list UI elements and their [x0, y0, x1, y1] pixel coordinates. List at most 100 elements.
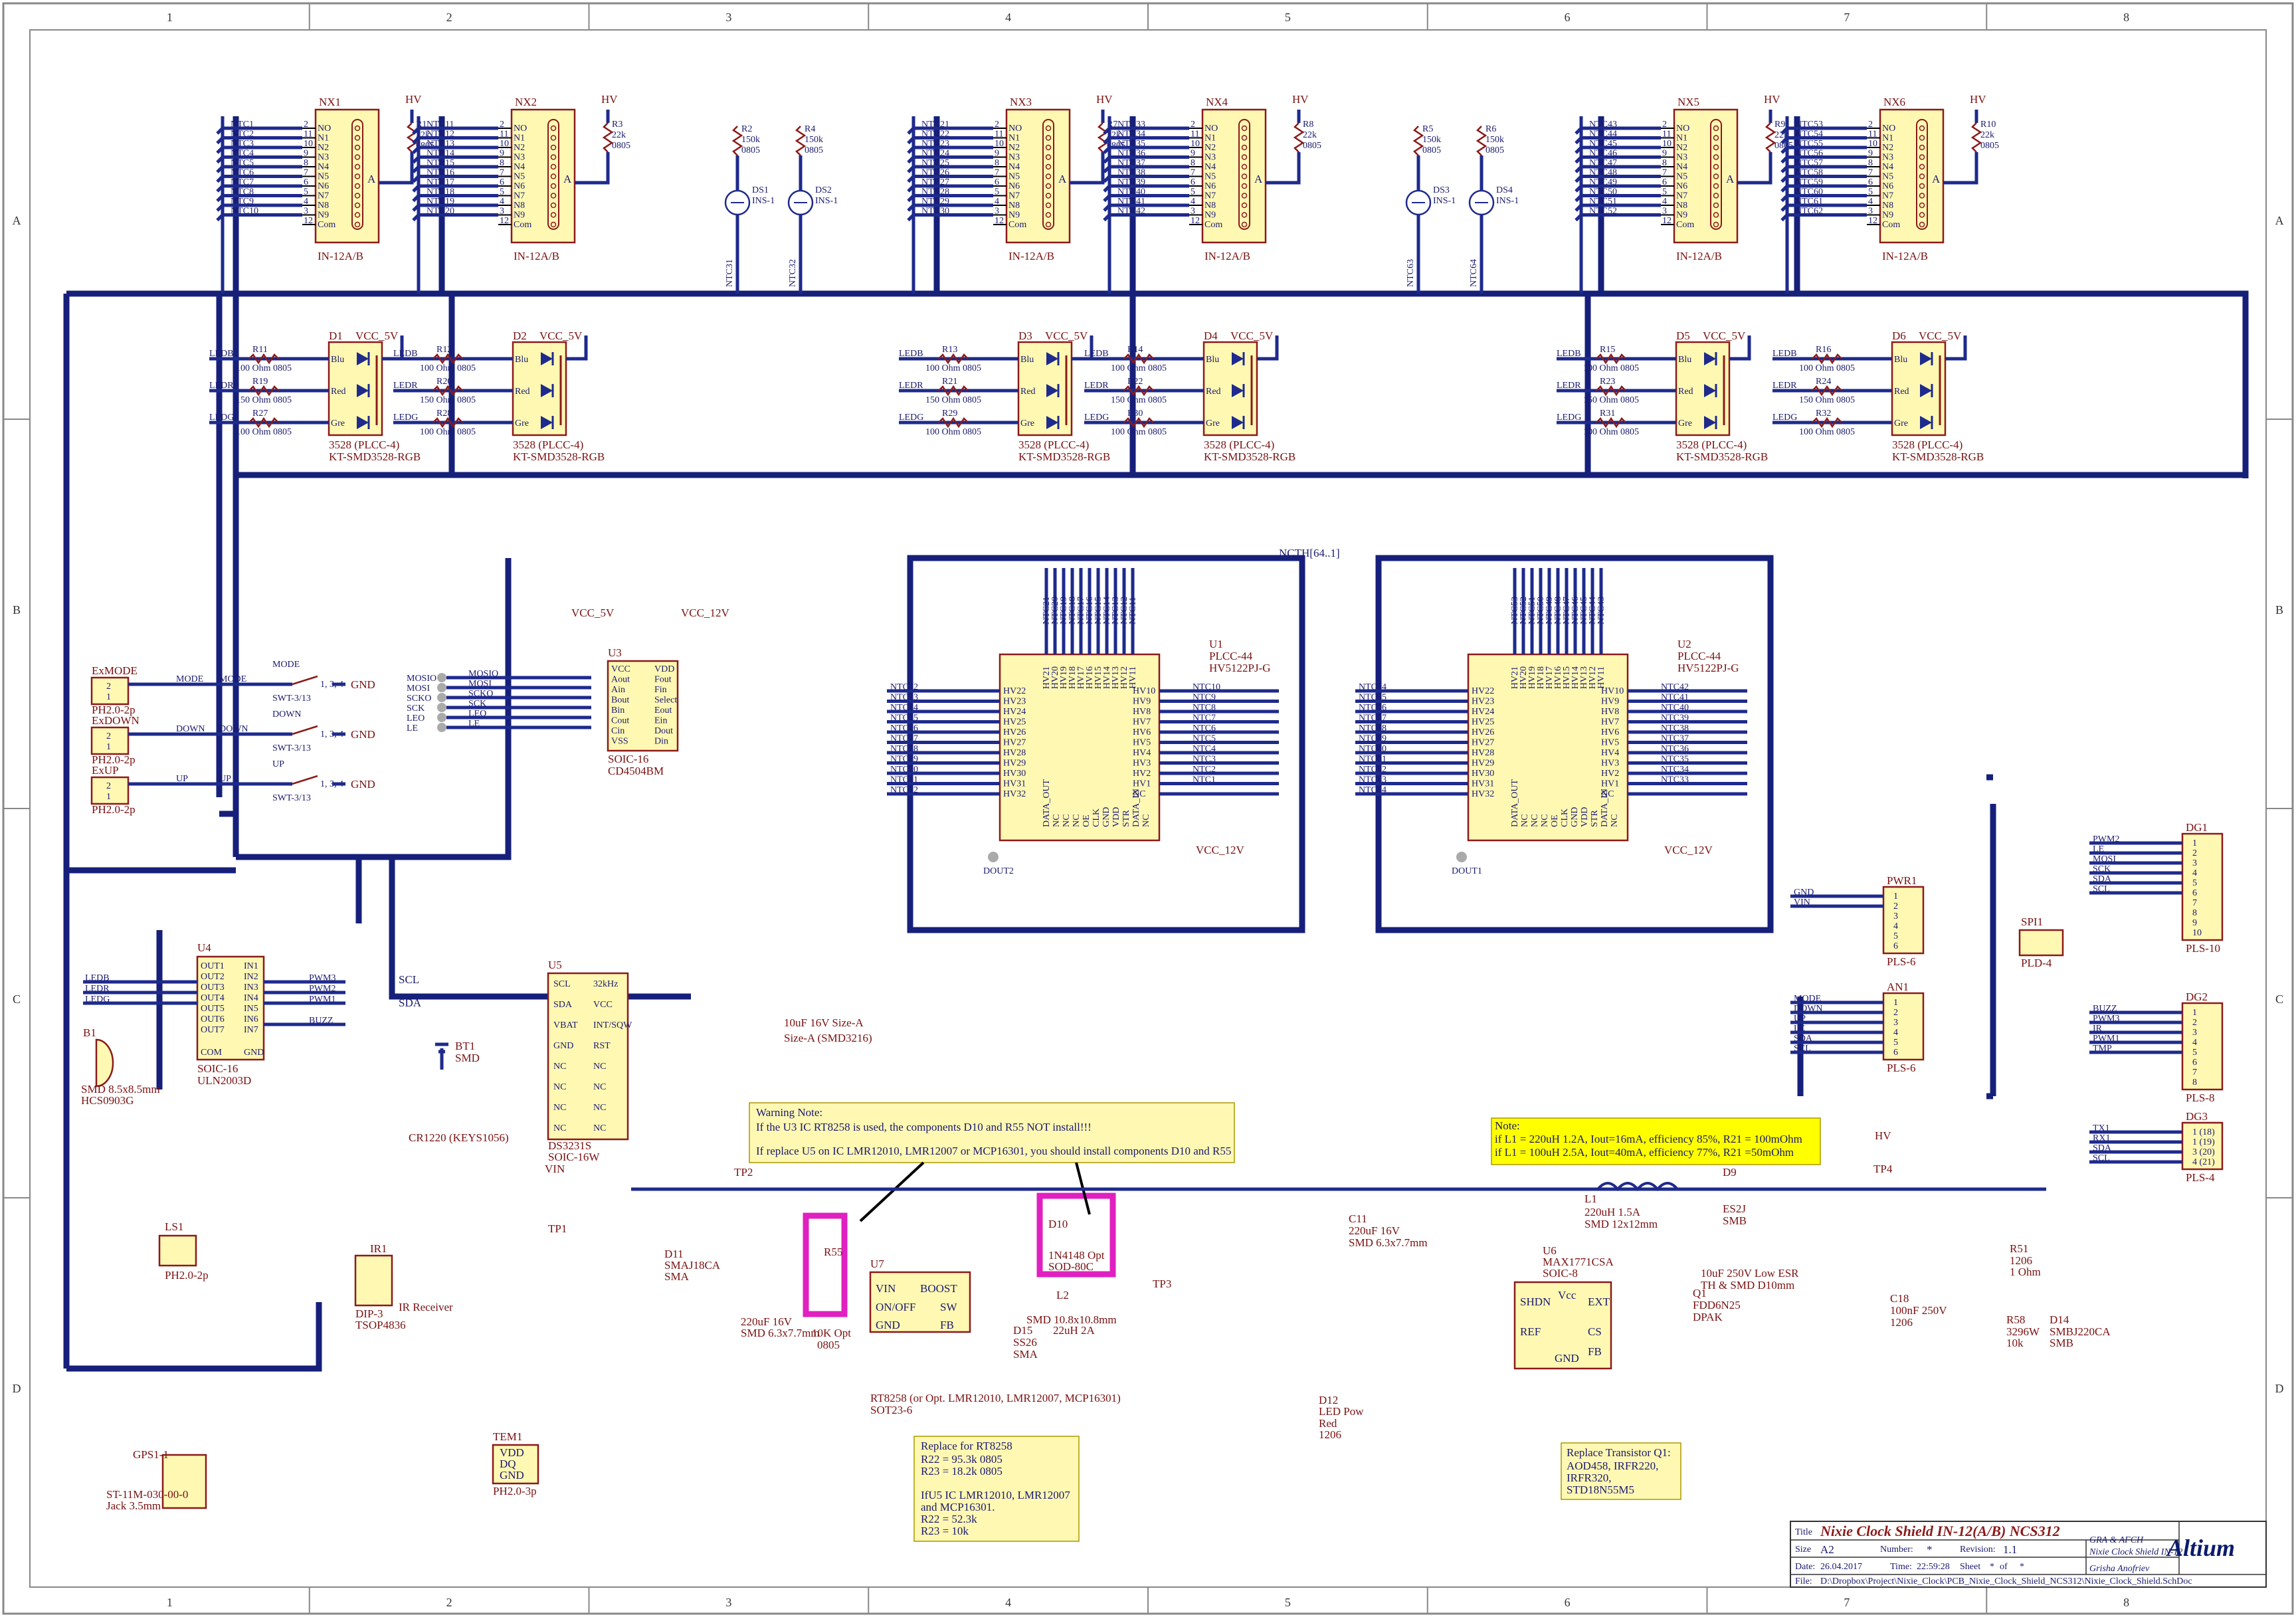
led-net-label: LEDR: [1772, 381, 1797, 391]
led-pin-label: Blu: [1020, 355, 1034, 365]
svg-text:LEO: LEO: [468, 709, 486, 719]
led-resistor-ref: R14: [1127, 345, 1143, 355]
svg-text:A: A: [563, 173, 572, 185]
tube-net-label: NTC15: [427, 158, 454, 168]
boost-controller-u6: U6 MAX1771CSA SOIC-8 SHDN REF Vcc EXT CS…: [1513, 1166, 1747, 1370]
svg-text:100nF 250V: 100nF 250V: [1890, 1304, 1947, 1317]
tube-pin-label: Com: [1008, 220, 1026, 230]
separator-lamps: R2150k0805DS1INS-1NTC31R4150k0805DS2INS-…: [724, 124, 1519, 294]
replace-q-line: STD18N55M5: [1567, 1483, 1634, 1496]
svg-text:Ein: Ein: [654, 716, 667, 726]
border-col-label-top: 6: [1565, 11, 1571, 24]
svg-text:IN7: IN7: [244, 1025, 258, 1035]
svg-text:FB: FB: [1588, 1345, 1602, 1358]
svg-text:GRA & AFCH: GRA & AFCH: [2089, 1535, 2144, 1545]
svg-text:OUT6: OUT6: [201, 1014, 225, 1024]
tube-net-label: NTC51: [1589, 197, 1617, 207]
svg-text:220uF 16V: 220uF 16V: [1349, 1224, 1400, 1237]
svg-text:HCS0903G: HCS0903G: [81, 1094, 134, 1107]
svg-text:Size: Size: [1795, 1545, 1811, 1555]
svg-text:NC: NC: [1133, 789, 1145, 799]
svg-text:HV13: HV13: [1111, 666, 1121, 689]
svg-text:CR1220 (KEYS1056): CR1220 (KEYS1056): [409, 1131, 509, 1144]
tube-net-label: NTC17: [427, 177, 454, 187]
svg-text:if L1 = 100uH 2.5A, Iout=40mA,: if L1 = 100uH 2.5A, Iout=40mA, efficienc…: [1495, 1146, 1794, 1159]
separator-net: NTC31: [725, 259, 735, 287]
tube-net-label: NTC61: [1795, 197, 1823, 207]
svg-text:1N4148 Opt: 1N4148 Opt: [1048, 1249, 1105, 1262]
tube-pin-label: N6: [1676, 181, 1687, 191]
svg-text:3: 3: [1893, 911, 1898, 921]
svg-text:MOSIO: MOSIO: [468, 669, 498, 679]
led-resistor-ref: R27: [252, 409, 268, 419]
led-ref: D3: [1018, 330, 1032, 342]
tube-ref: NX3: [1010, 96, 1032, 108]
svg-text:TP2: TP2: [734, 1166, 753, 1179]
bottom-left-components: LS1 PH2.0-2p IR1 DIP-3 TSOP4836 IR Recei…: [106, 1220, 539, 1512]
replace-rt-line: R23 = 10k: [921, 1525, 969, 1537]
tube-pin-label: N6: [514, 181, 525, 191]
connector-net: IR: [2093, 1024, 2103, 1034]
svg-text:MOSI: MOSI: [468, 679, 492, 689]
svg-text:IN1: IN1: [244, 961, 258, 971]
led-vcc: VCC_5V: [539, 330, 583, 342]
driver-top-net: NTC14: [1102, 597, 1112, 624]
svg-text:8: 8: [2192, 1078, 2197, 1088]
svg-text:HV26: HV26: [1003, 727, 1026, 737]
tube-pin-number: 8: [995, 158, 999, 168]
tube-pin-number: 5: [995, 187, 999, 197]
tube-pin-number: 6: [995, 177, 999, 187]
svg-text:ST-11M-030-00-0: ST-11M-030-00-0: [106, 1488, 188, 1501]
connector-net: UP: [1794, 1014, 1806, 1024]
border-row-label-right: D: [2275, 1382, 2284, 1395]
svg-text:U6: U6: [1543, 1244, 1557, 1257]
svg-text:A: A: [1254, 173, 1263, 185]
svg-text:Replace Transistor Q1:: Replace Transistor Q1:: [1567, 1446, 1671, 1459]
button-switch-part: SWT-3/13: [272, 743, 311, 753]
led-resistor-ref: R16: [1816, 345, 1831, 355]
svg-text:HV4: HV4: [1133, 748, 1151, 758]
led-ref: D5: [1676, 330, 1690, 342]
tube-ref: NX4: [1206, 96, 1228, 108]
driver-net-left: NTC58: [1359, 723, 1387, 733]
tube-pin-label: N5: [514, 172, 525, 182]
connector-net: MOSI: [2093, 854, 2116, 864]
svg-text:SMB: SMB: [1723, 1214, 1747, 1227]
button-switch-label: MODE: [272, 660, 300, 670]
led-ref: D2: [513, 330, 527, 342]
driver-ref: U1: [1209, 638, 1223, 650]
level-shifter-net: MOSI: [407, 684, 430, 694]
svg-text:SHDN: SHDN: [1520, 1295, 1551, 1308]
driver-net-left: NTC54: [1359, 682, 1387, 692]
connector-net: BUZZ: [2093, 1004, 2117, 1014]
tube-hv-label: HV: [1970, 93, 1986, 106]
svg-text:of: of: [2000, 1562, 2008, 1572]
svg-text:IN4: IN4: [244, 993, 258, 1003]
driver-top-net: NTC48: [1553, 597, 1563, 624]
tube-model: IN-12A/B: [1204, 250, 1250, 262]
tube-pin-label: NO: [318, 124, 331, 134]
led-net-label: LEDR: [209, 381, 234, 391]
separator-resistor: R6: [1485, 124, 1496, 134]
svg-text:OUT5: OUT5: [201, 1004, 225, 1014]
svg-text:1: 1: [2192, 1008, 2197, 1018]
svg-text:BOOST: BOOST: [920, 1282, 957, 1295]
svg-text:DIP-3: DIP-3: [355, 1307, 383, 1320]
svg-text:DATA_IN: DATA_IN: [1131, 789, 1141, 827]
led-pin-label: Gre: [515, 419, 529, 428]
uln-net-out: LEDR: [85, 984, 110, 994]
connector-pkg: PLS-6: [1887, 1062, 1915, 1074]
tube-pin-label: N8: [318, 201, 329, 211]
svg-text:3 (20): 3 (20): [2192, 1147, 2215, 1157]
svg-text:INT/SQW: INT/SQW: [593, 1020, 632, 1030]
led-resistor-ref: R13: [942, 345, 957, 355]
led-resistor-ref: R22: [1127, 377, 1143, 387]
tube-pin-number: 11: [1868, 130, 1877, 140]
svg-text:NC: NC: [1540, 814, 1550, 827]
svg-text:HV1: HV1: [1601, 779, 1619, 789]
